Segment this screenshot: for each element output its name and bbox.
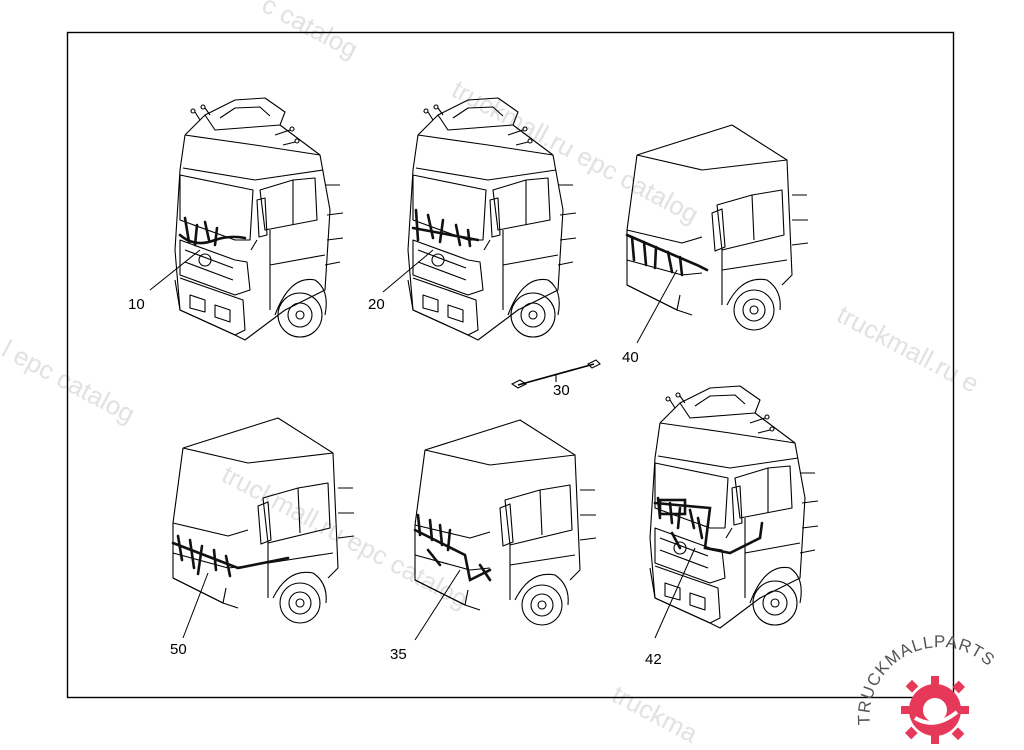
leader-line-40 [636,269,678,344]
harness-50 [171,534,290,578]
part-label-40: 40 [622,349,639,366]
cab-10 [149,97,344,341]
watermark-layer: c catalog truckmall.ru epc catalog l epc… [0,0,984,749]
cab-35 [413,419,597,641]
harness-40 [625,233,709,277]
watermark-text-5: truckmall.ru e [832,299,984,399]
harness-10 [178,216,247,247]
leader-line-35 [414,569,461,641]
harness-35 [413,513,492,582]
part-label-30: 30 [553,382,570,399]
part-label-20: 20 [368,296,385,313]
diagram-frame [66,31,955,699]
harness-20 [411,208,480,248]
cable-30 [510,359,601,389]
leader-line-10 [149,249,201,291]
part-label-50: 50 [170,641,187,658]
watermark-text-6: truckma [607,679,703,749]
part-label-10: 10 [128,296,145,313]
cab-42 [649,385,819,639]
cab-50 [171,417,355,639]
watermark-text-3: l epc catalog [0,334,140,429]
harness-42 [653,496,764,555]
gear-icon [901,676,969,744]
part-label-35: 35 [390,646,407,663]
leader-line-42 [654,547,696,639]
cab-20 [382,97,577,341]
watermark-text-4: truckmall.ru epc catalog [217,459,474,614]
leader-line-20 [382,249,434,293]
cab-40 [625,124,809,344]
brand-logo: TRUCKMALLPARTS [854,632,998,744]
watermark-text-2: truckmall.ru epc catalog [447,74,704,229]
part-label-42: 42 [645,651,662,668]
leader-line-50 [182,572,209,639]
